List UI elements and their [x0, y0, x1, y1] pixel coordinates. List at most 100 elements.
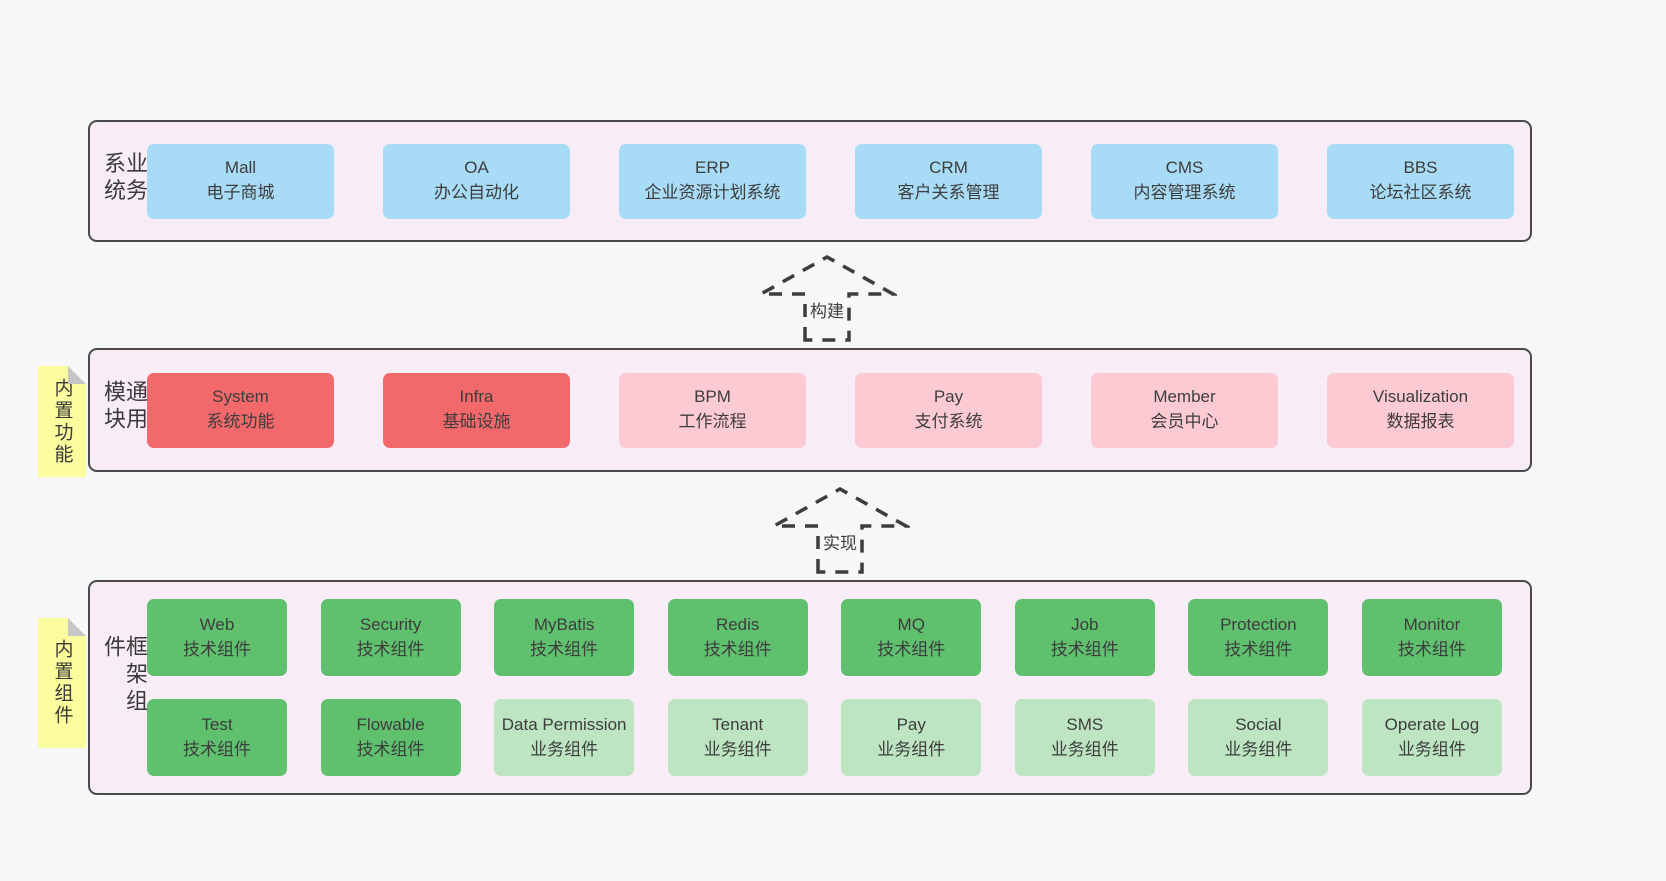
box-subtitle: 业务组件 [1397, 739, 1466, 759]
dashed-up-arrow-icon [757, 254, 897, 342]
box-title: Tenant [712, 714, 764, 734]
box-mq: MQ 技术组件 [841, 599, 982, 676]
box-title: MQ [897, 614, 925, 634]
box-title: SMS [1066, 714, 1104, 734]
layer-label-framework-components: 框架组件 [101, 634, 148, 716]
sticky-label: 内置组件 [51, 639, 73, 727]
box-title: Test [201, 714, 233, 734]
box-title: Protection [1220, 614, 1297, 634]
box-redis: Redis 技术组件 [667, 599, 808, 676]
box-title: Job [1071, 614, 1099, 634]
box-subtitle: 支付系统 [914, 412, 983, 431]
box-title: Operate Log [1384, 714, 1480, 734]
folded-corner-icon [68, 618, 86, 636]
box-title: CMS [1165, 158, 1204, 178]
box-title: Security [359, 614, 422, 634]
box-mybatis: MyBatis 技术组件 [494, 599, 635, 676]
layer-common-modules: 通用模块 System 系统功能 Infra 基础设施 BPM 工作流程 Pay… [88, 348, 1532, 472]
box-oa: OA 办公自动化 [383, 143, 570, 219]
box-title: Web [199, 614, 235, 634]
box-visualization: Visualization 数据报表 [1327, 372, 1514, 448]
box-title: Redis [715, 614, 760, 634]
box-bbs: BBS 论坛社区系统 [1327, 143, 1514, 219]
box-subtitle: 技术组件 [703, 639, 772, 659]
arrow-implement: 实现 [770, 486, 910, 574]
box-title: CRM [929, 158, 968, 178]
box-monitor: Monitor 技术组件 [1361, 599, 1502, 676]
box-subtitle: 系统功能 [206, 412, 275, 431]
sticky-note-builtin-components: 内置组件 [38, 618, 86, 748]
arrow-build: 构建 [757, 254, 897, 342]
arrow-implement-label: 实现 [820, 528, 860, 555]
box-subtitle: 技术组件 [183, 639, 251, 659]
box-cms: CMS 内容管理系统 [1091, 143, 1278, 219]
box-title: BPM [694, 387, 731, 407]
box-subtitle: 数据报表 [1386, 412, 1455, 431]
box-subtitle: 业务组件 [1050, 739, 1119, 759]
box-member: Member 会员中心 [1091, 372, 1278, 448]
box-subtitle: 会员中心 [1150, 412, 1219, 431]
box-protection: Protection 技术组件 [1188, 599, 1329, 676]
business-systems-row: Mall 电子商城 OA 办公自动化 ERP 企业资源计划系统 CRM 客户关系… [90, 122, 1530, 240]
box-subtitle: 业务组件 [1224, 739, 1293, 759]
box-title: Member [1153, 387, 1216, 407]
box-subtitle: 业务组件 [877, 739, 946, 759]
box-operate-log: Operate Log 业务组件 [1361, 699, 1502, 776]
box-title: Pay [896, 714, 926, 734]
box-subtitle: 技术组件 [1397, 639, 1466, 659]
box-bpm: BPM 工作流程 [619, 372, 806, 448]
box-subtitle: 办公自动化 [434, 183, 519, 202]
box-mall: Mall 电子商城 [147, 143, 334, 219]
box-title: Social [1235, 714, 1282, 734]
box-title: Monitor [1403, 614, 1461, 634]
box-subtitle: 技术组件 [356, 639, 425, 659]
box-subtitle: 业务组件 [530, 739, 599, 759]
box-subtitle: 电子商城 [206, 183, 275, 202]
box-pay-module: Pay 支付系统 [855, 372, 1042, 448]
dashed-up-arrow-icon [770, 486, 910, 574]
sticky-note-builtin-features: 内置功能 [38, 366, 86, 477]
box-infra: Infra 基础设施 [383, 372, 570, 448]
box-title: BBS [1403, 158, 1438, 178]
sticky-label: 内置功能 [51, 377, 73, 466]
box-subtitle: 论坛社区系统 [1369, 183, 1472, 202]
box-subtitle: 内容管理系统 [1133, 183, 1236, 202]
box-erp: ERP 企业资源计划系统 [619, 143, 806, 219]
folded-corner-icon [68, 366, 86, 384]
box-subtitle: 基础设施 [442, 412, 511, 431]
box-subtitle: 技术组件 [530, 639, 599, 659]
box-sms: SMS 业务组件 [1014, 699, 1155, 776]
box-title: Pay [933, 387, 964, 407]
layer-label-business-systems: 业务系统 [101, 151, 148, 206]
box-title: OA [464, 158, 489, 178]
box-crm: CRM 客户关系管理 [855, 143, 1042, 219]
box-subtitle: 技术组件 [1050, 639, 1119, 659]
arrow-build-label: 构建 [807, 296, 847, 323]
box-security: Security 技术组件 [320, 599, 461, 676]
box-tenant: Tenant 业务组件 [667, 699, 808, 776]
box-pay-biz: Pay 业务组件 [841, 699, 982, 776]
box-subtitle: 技术组件 [1224, 639, 1293, 659]
box-flowable: Flowable 技术组件 [320, 699, 461, 776]
box-social: Social 业务组件 [1188, 699, 1329, 776]
box-subtitle: 企业资源计划系统 [644, 183, 781, 202]
box-web: Web 技术组件 [147, 599, 287, 676]
box-subtitle: 工作流程 [678, 412, 747, 431]
box-subtitle: 技术组件 [877, 639, 946, 659]
box-title: Infra [459, 387, 494, 407]
box-title: Flowable [356, 714, 425, 734]
box-job: Job 技术组件 [1014, 599, 1155, 676]
box-subtitle: 技术组件 [356, 739, 425, 759]
box-test: Test 技术组件 [147, 699, 287, 776]
layer-framework-components: 框架组件 Web 技术组件 Security 技术组件 MyBatis 技术组件… [88, 580, 1532, 795]
box-title: ERP [695, 158, 730, 178]
common-modules-row: System 系统功能 Infra 基础设施 BPM 工作流程 Pay 支付系统… [90, 350, 1530, 470]
box-title: MyBatis [533, 614, 595, 634]
box-title: Mall [224, 158, 257, 178]
box-subtitle: 技术组件 [183, 739, 251, 759]
box-data-permission: Data Permission 业务组件 [494, 699, 635, 776]
box-subtitle: 业务组件 [703, 739, 772, 759]
box-title: Data Permission [501, 714, 627, 734]
box-title: Visualization [1372, 387, 1469, 407]
